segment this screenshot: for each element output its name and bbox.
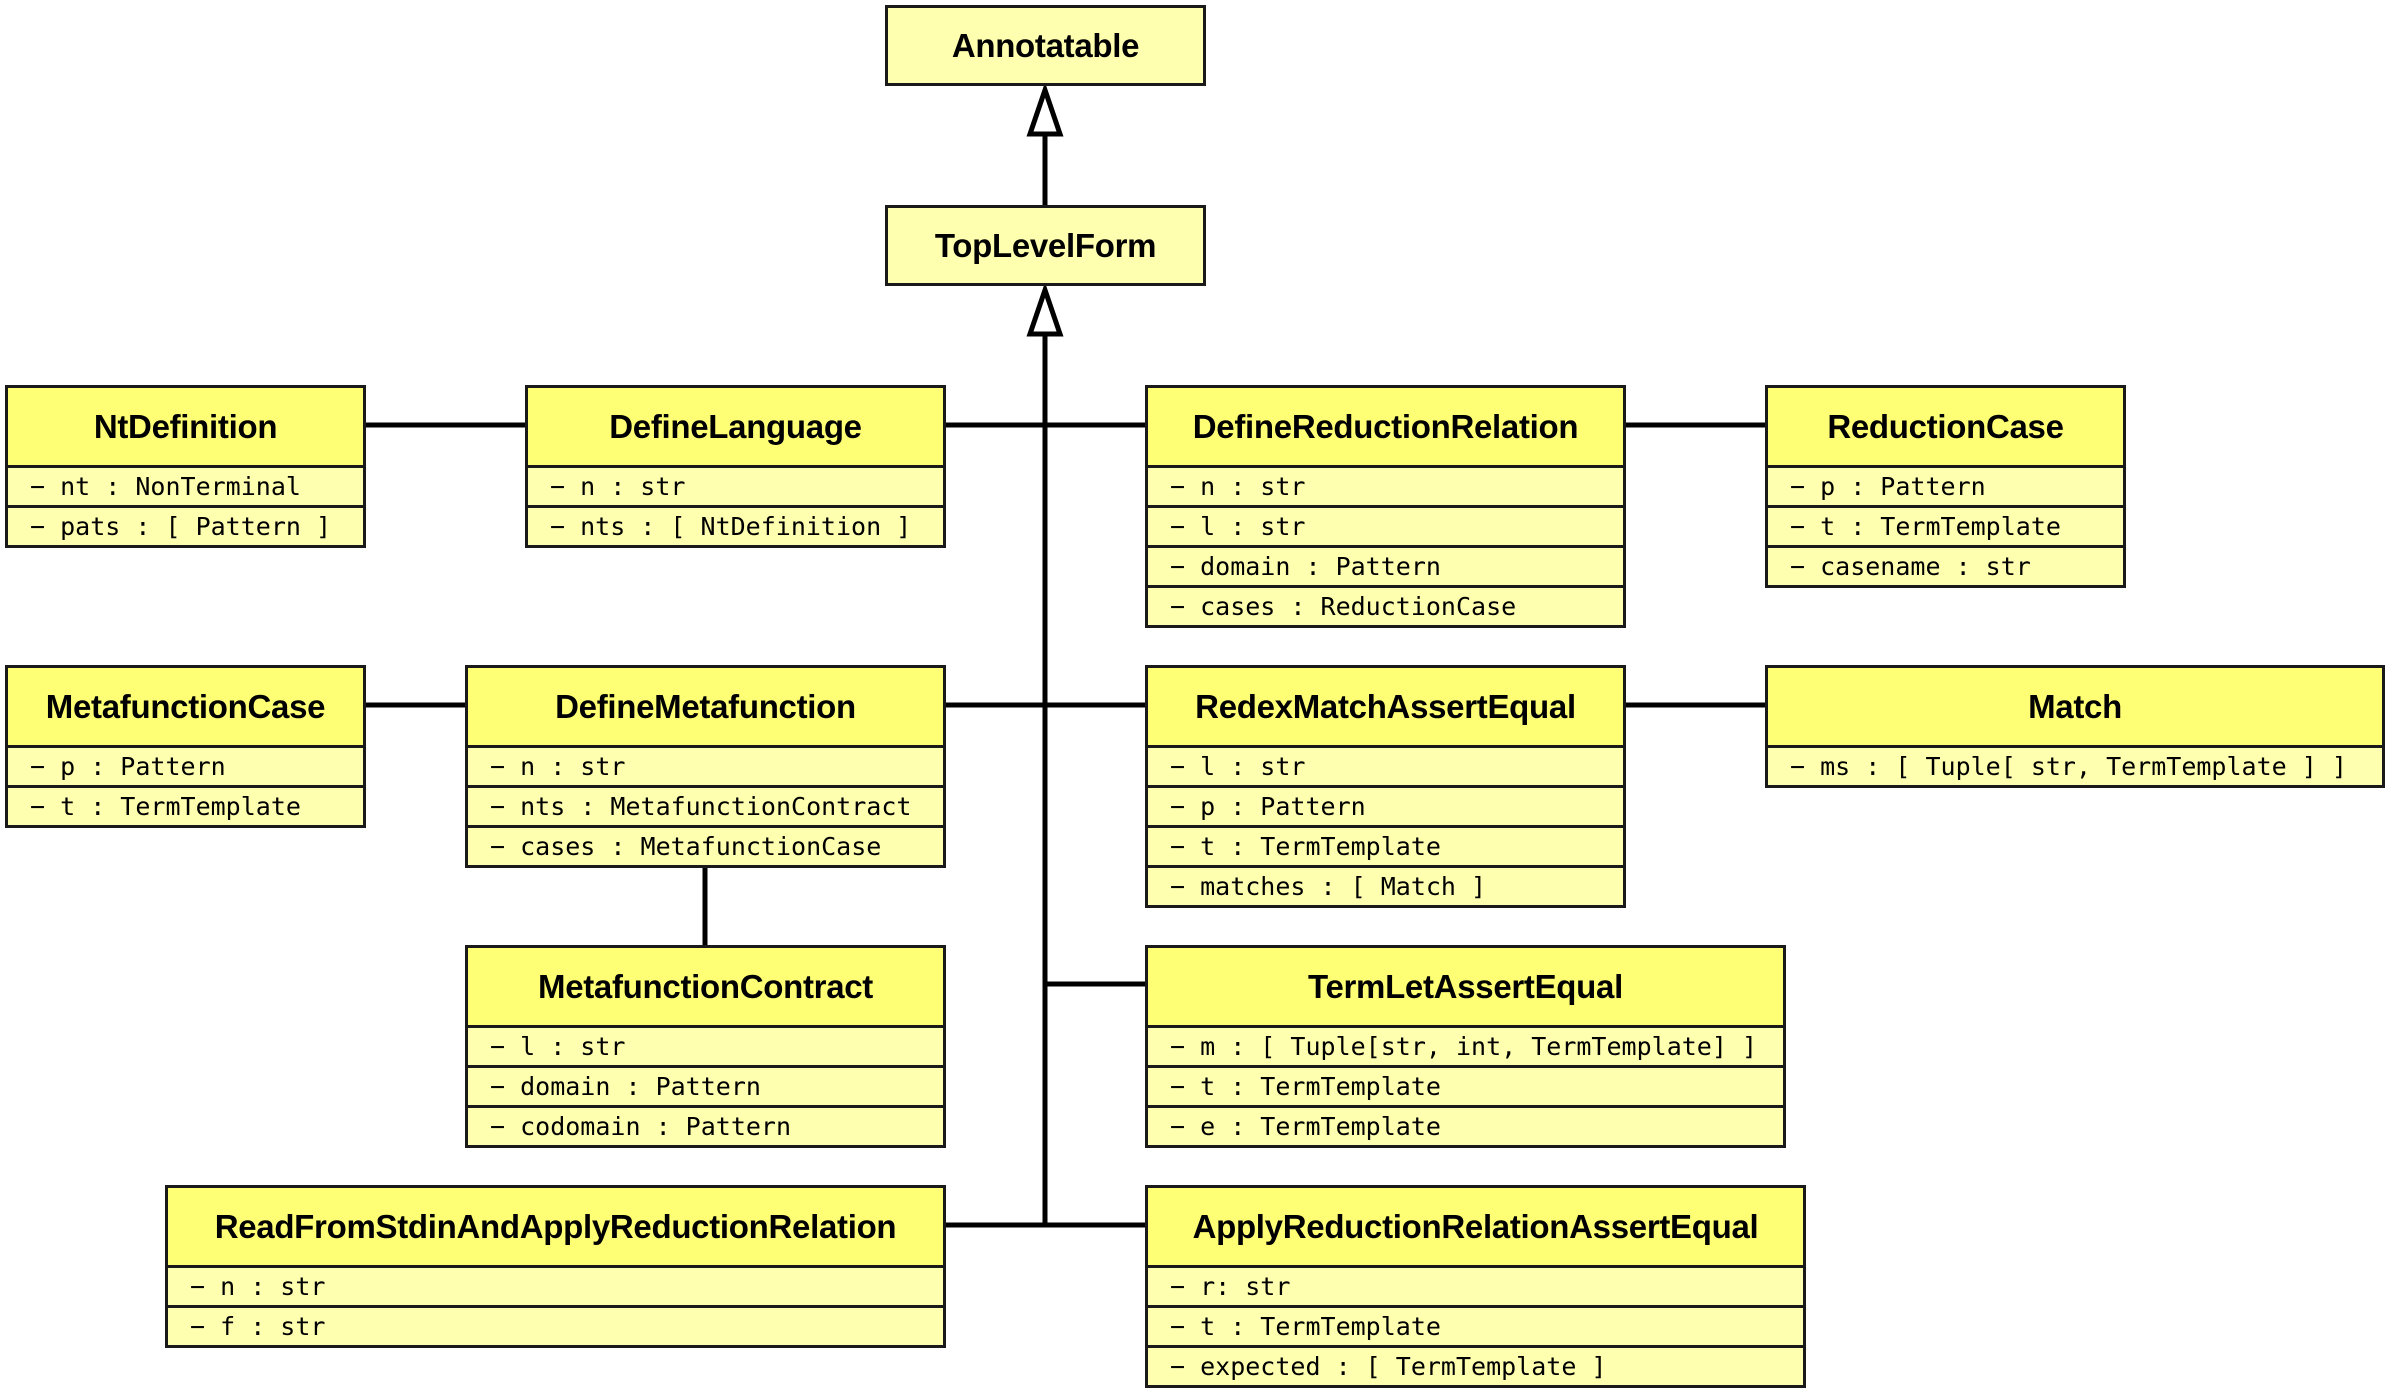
class-attribute: − p : Pattern [1768,465,2123,505]
class-attribute: − f : str [168,1305,943,1345]
class-attribute: − nts : MetafunctionContract [468,785,943,825]
class-definereductionrelation: DefineReductionRelation − n : str − l : … [1145,385,1626,628]
class-attribute: − r: str [1148,1265,1803,1305]
class-name: Annotatable [888,8,1203,83]
class-attribute: − cases : MetafunctionCase [468,825,943,865]
class-metafunctioncase: MetafunctionCase − p : Pattern − t : Ter… [5,665,366,828]
class-definemetafunction: DefineMetafunction − n : str − nts : Met… [465,665,946,868]
class-attribute: − n : str [528,465,943,505]
class-reductioncase: ReductionCase − p : Pattern − t : TermTe… [1765,385,2126,588]
class-attribute: − pats : [ Pattern ] [8,505,363,545]
class-attribute: − expected : [ TermTemplate ] [1148,1345,1803,1385]
class-metafunctioncontract: MetafunctionContract − l : str − domain … [465,945,946,1148]
class-name: TopLevelForm [888,208,1203,283]
generalization-arrowhead [1026,282,1064,337]
class-name: DefineReductionRelation [1148,388,1623,465]
class-attribute: − casename : str [1768,545,2123,585]
class-attribute: − t : TermTemplate [1148,825,1623,865]
class-attribute: − nt : NonTerminal [8,465,363,505]
class-toplevelform: TopLevelForm [885,205,1206,286]
class-name: MetafunctionCase [8,668,363,745]
class-name: ReductionCase [1768,388,2123,465]
class-name: RedexMatchAssertEqual [1148,668,1623,745]
class-annotatable: Annotatable [885,5,1206,86]
class-attribute: − domain : Pattern [468,1065,943,1105]
class-attribute: − cases : ReductionCase [1148,585,1623,625]
class-attribute: − n : str [468,745,943,785]
class-attribute: − n : str [168,1265,943,1305]
class-attribute: − matches : [ Match ] [1148,865,1623,905]
class-attribute: − e : TermTemplate [1148,1105,1783,1145]
class-attribute: − l : str [1148,505,1623,545]
class-termletassertequal: TermLetAssertEqual − m : [ Tuple[str, in… [1145,945,1786,1148]
class-name: TermLetAssertEqual [1148,948,1783,1025]
class-name: DefineMetafunction [468,668,943,745]
class-attribute: − l : str [468,1025,943,1065]
class-name: MetafunctionContract [468,948,943,1025]
generalization-arrowhead [1026,82,1064,137]
class-attribute: − t : TermTemplate [1148,1065,1783,1105]
class-attribute: − m : [ Tuple[str, int, TermTemplate] ] [1148,1025,1783,1065]
class-attribute: − l : str [1148,745,1623,785]
class-name: NtDefinition [8,388,363,465]
class-name: ReadFromStdinAndApplyReductionRelation [168,1188,943,1265]
class-name: Match [1768,668,2382,745]
class-attribute: − t : TermTemplate [1768,505,2123,545]
class-applyreductionrelationassertequal: ApplyReductionRelationAssertEqual − r: s… [1145,1185,1806,1388]
class-attribute: − t : TermTemplate [1148,1305,1803,1345]
class-attribute: − p : Pattern [1148,785,1623,825]
class-name: DefineLanguage [528,388,943,465]
class-attribute: − codomain : Pattern [468,1105,943,1145]
class-attribute: − domain : Pattern [1148,545,1623,585]
class-definelanguage: DefineLanguage − n : str − nts : [ NtDef… [525,385,946,548]
class-attribute: − t : TermTemplate [8,785,363,825]
class-attribute: − n : str [1148,465,1623,505]
class-attribute: − nts : [ NtDefinition ] [528,505,943,545]
class-attribute: − p : Pattern [8,745,363,785]
class-readfromstdinandapplyreductionrelation: ReadFromStdinAndApplyReductionRelation −… [165,1185,946,1348]
class-attribute: − ms : [ Tuple[ str, TermTemplate ] ] [1768,745,2382,785]
class-name: ApplyReductionRelationAssertEqual [1148,1188,1803,1265]
class-redexmatchassertequal: RedexMatchAssertEqual − l : str − p : Pa… [1145,665,1626,908]
class-match: Match − ms : [ Tuple[ str, TermTemplate … [1765,665,2385,788]
class-ntdefinition: NtDefinition − nt : NonTerminal − pats :… [5,385,366,548]
